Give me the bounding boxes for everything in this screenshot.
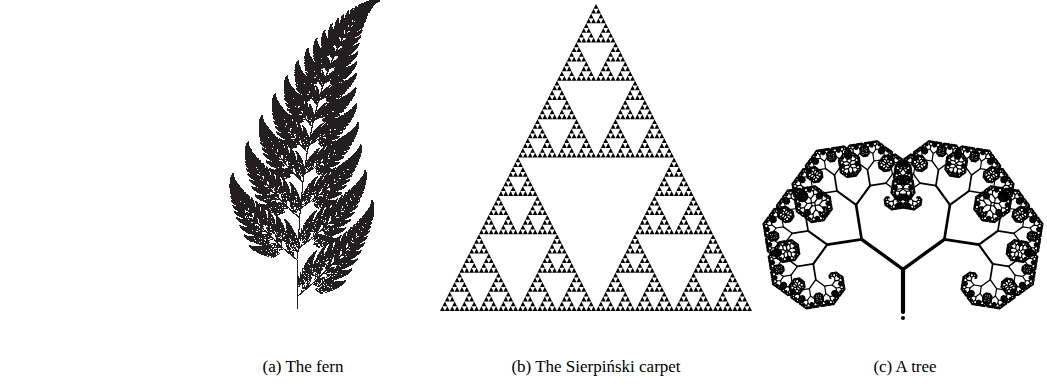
tree-branch [827, 205, 979, 245]
tree-branch [862, 239, 945, 269]
tree-root-dot [901, 316, 905, 320]
tree-branch [763, 141, 1042, 308]
subfigure-caption: (a) The fern [263, 357, 344, 377]
sierpinski-fractal [440, 4, 752, 311]
tree-branch [901, 269, 905, 312]
tree-fractal [763, 141, 1043, 312]
tree-branch [763, 141, 1043, 309]
tree-branch [792, 170, 1014, 280]
fern-fractal [229, 0, 380, 309]
subfigure-caption: (b) The Sierpiński carpet [511, 357, 680, 377]
subfigure-caption: (c) A tree [873, 357, 936, 377]
